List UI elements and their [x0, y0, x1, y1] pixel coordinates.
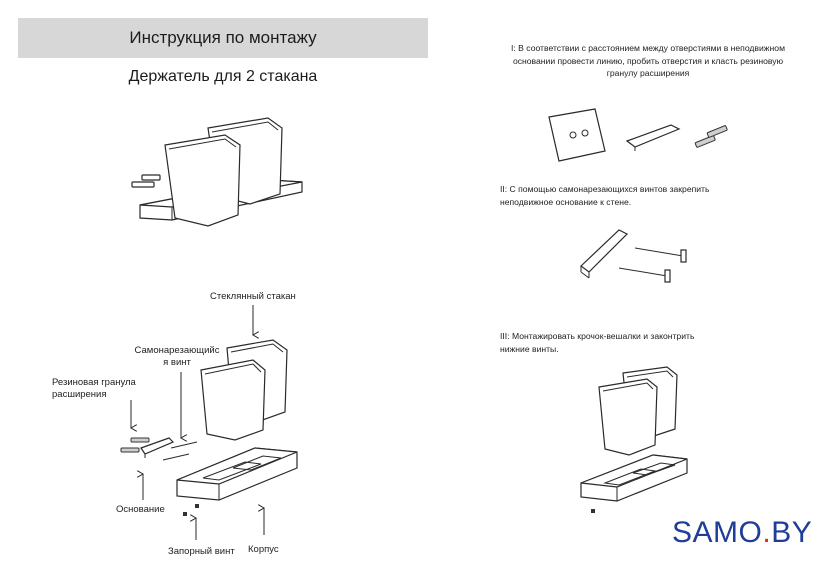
exploded-parts-illustration: [120, 339, 298, 516]
step-3-illustration: [580, 366, 688, 513]
step-1-line: I: В соответствии с расстоянием между от…: [511, 43, 785, 53]
step-1-text: I: В соответствии с расстоянием между от…: [478, 42, 818, 80]
brand-dot: .: [762, 516, 772, 549]
step-2-text: II: С помощью самонарезающихся винтов за…: [500, 183, 800, 208]
lock-screw-icon: [183, 512, 187, 516]
label-glass: Стеклянный стакан: [210, 291, 296, 302]
product-overview-illustration: [131, 117, 303, 227]
step-1-line: основании провести линию, пробить отверс…: [512, 55, 784, 66]
step-3-line: III: Монтажировать крочок-вешалки и зако…: [500, 331, 695, 341]
label-body: Корпус: [248, 544, 279, 555]
screw-icon: [618, 247, 687, 283]
label-screw-line2: я винт: [163, 357, 191, 368]
brand-logo: SAMO.BY: [672, 516, 812, 550]
label-base: Основание: [116, 504, 165, 515]
brand-part-2: BY: [771, 516, 813, 549]
label-screw: Самонарезающийс я винт: [112, 345, 242, 369]
title-banner: Инструкция по монтажу: [18, 18, 428, 58]
page-title: Инструкция по монтажу: [129, 28, 317, 47]
step-2-line: II: С помощью самонарезающихся винтов за…: [500, 184, 710, 194]
label-lock-screw: Запорный винт: [168, 546, 235, 557]
product-subtitle: Держатель для 2 стакана: [128, 68, 318, 85]
step-1-line: гранулу расширения: [606, 68, 690, 78]
label-anchor-line2: расширения: [52, 389, 107, 400]
label-anchor-line1: Резиновая гранула: [52, 377, 136, 388]
step-2-line: неподвижное основание к стене.: [500, 196, 632, 207]
label-screw-line1: Самонарезающийс: [134, 345, 220, 356]
anchor-icon: [131, 174, 161, 188]
screw-icon: [162, 441, 198, 461]
step-1-illustration: [548, 108, 728, 162]
step-3-text: III: Монтажировать крочок-вешалки и зако…: [500, 330, 800, 355]
brand-part-1: SAMO: [672, 516, 763, 549]
anchor-icon: [120, 437, 150, 453]
step-3-line: нижние винты.: [500, 343, 559, 354]
anchor-icon: [694, 125, 728, 148]
label-anchor: Резиновая гранула расширения: [52, 377, 136, 401]
step-2-illustration: [580, 229, 687, 283]
